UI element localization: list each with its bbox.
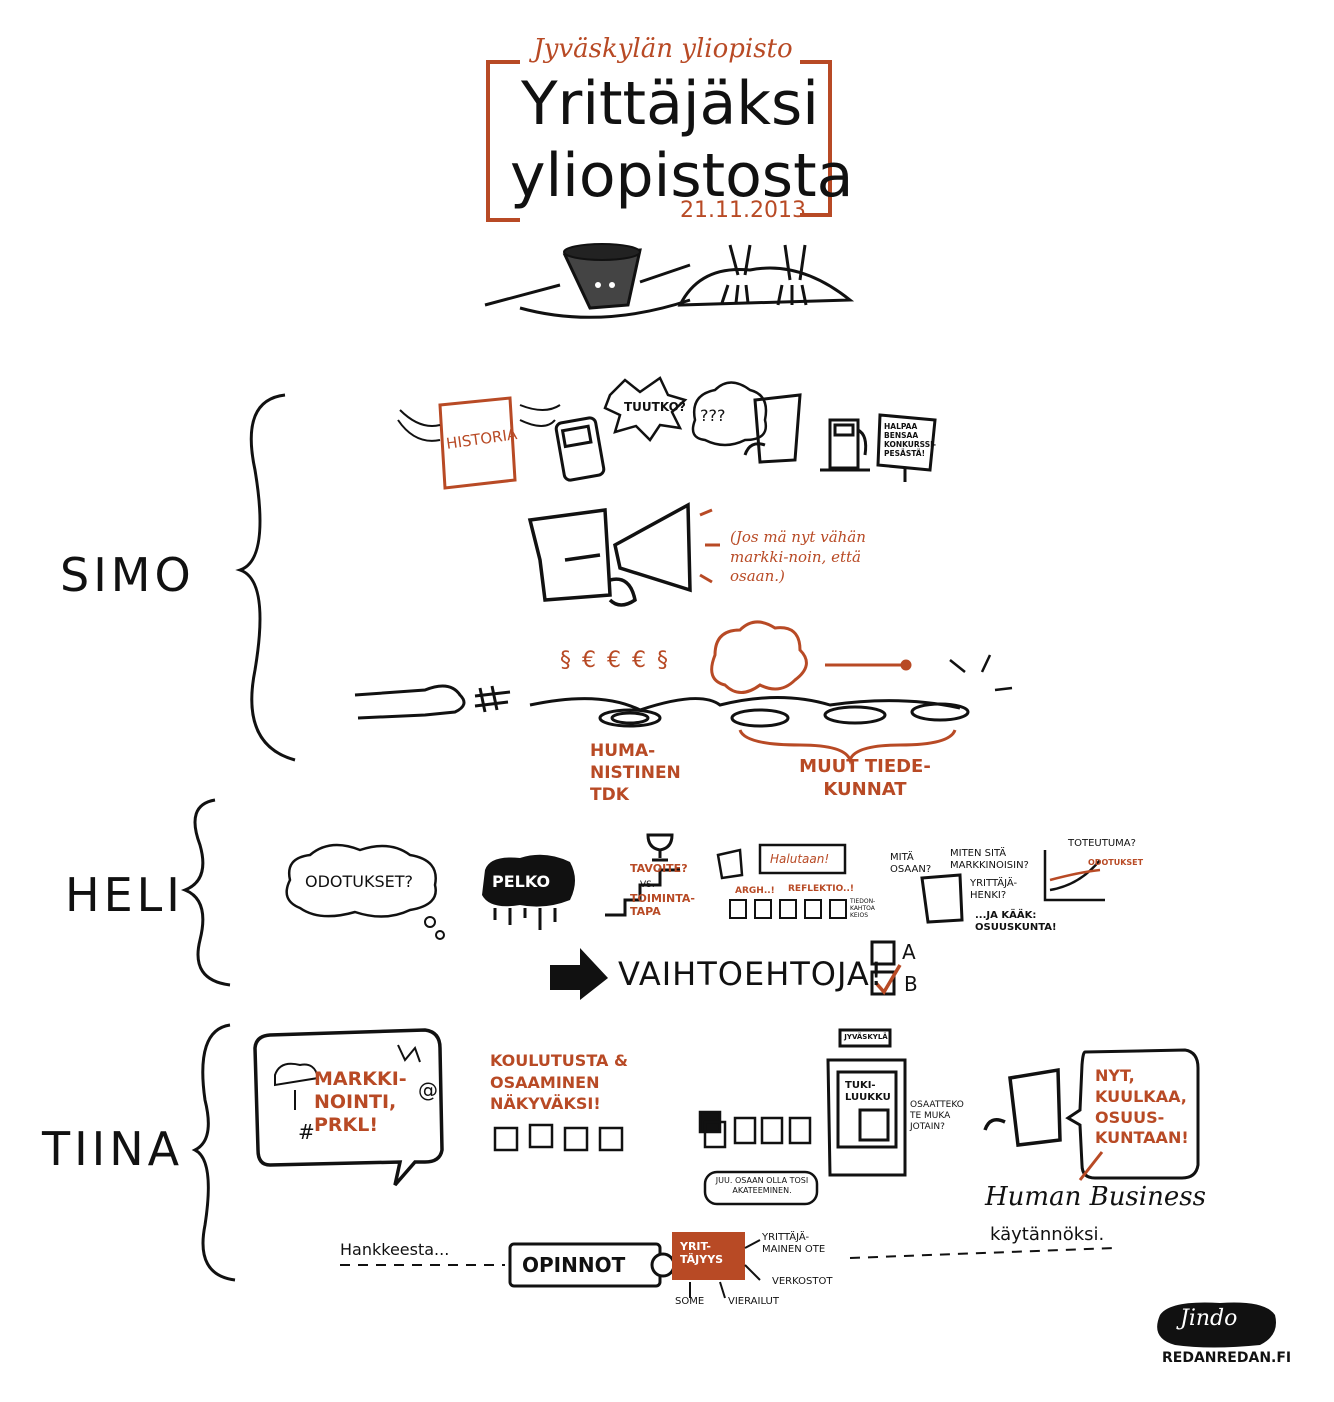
cooperative-text: ...JA KÄÄK: OSUUSKUNTA! — [975, 910, 1057, 933]
goal-text: TAVOITE? — [630, 862, 688, 875]
question-text: OSAATTEKO TE MUKA JOTAIN? — [910, 1100, 964, 1132]
thought-text: ??? — [700, 406, 726, 425]
studies-text: OPINNOT — [522, 1253, 626, 1277]
entrepreneurship-text: YRIT-TÄJYYS — [680, 1240, 724, 1267]
event-date: 21.11.2013 — [680, 198, 806, 223]
academics-group-icon — [698, 1110, 819, 1206]
from-project-text: Hankkeesta... — [340, 1240, 450, 1259]
alternatives-arrow-icon — [550, 948, 608, 1000]
to-practice-text: käytännöksi. — [990, 1224, 1105, 1245]
thinking-person-icon — [743, 393, 802, 464]
help-desk-kiosk-icon — [826, 1028, 907, 1177]
method-text: TOIMINTA-TAPA — [630, 892, 695, 919]
argh-text: ARGH..! — [735, 886, 775, 896]
hash-symbol: # — [298, 1120, 315, 1144]
at-symbol: @ — [418, 1078, 438, 1102]
sign-text: HALPAA BENSAA KONKURSSI-PESÄSTÄ! — [884, 422, 937, 458]
brace-tiina — [191, 1023, 236, 1282]
humanities-faculty-label: HUMA-NISTINEN TDK — [590, 741, 681, 806]
department-text: TIEDON-KAHTOA KEIOS — [850, 898, 876, 920]
help-desk-text: TUKI-LUUKKU — [845, 1080, 891, 1103]
realization-text: TOTEUTUMA? — [1068, 838, 1136, 849]
brace-simo — [235, 393, 296, 762]
speech-text: TUUTKO? — [624, 400, 686, 414]
water-ripples — [529, 696, 970, 728]
students-row-icon — [729, 899, 847, 919]
timeline-icon — [825, 659, 912, 671]
networks-text: VERKOSTOT — [772, 1276, 833, 1287]
entrepreneur-spirit-text: YRITTÄJÄ-HENKI? — [970, 878, 1018, 901]
fear-text: PELKO — [492, 872, 551, 891]
reaching-hand-icon — [354, 684, 511, 720]
storm-cloud-icon — [710, 620, 808, 694]
thought-cloud — [691, 381, 768, 447]
euro-symbols: § € € € § — [560, 648, 670, 673]
history-book-icon — [397, 396, 561, 490]
fuel-pump-icon — [820, 418, 870, 472]
cheer-text: NYT, KUULKAA, OSUUS-KUNTAAN! — [1095, 1066, 1189, 1148]
brand-name: Human Business — [985, 1182, 1206, 1212]
some-text: SOME — [675, 1296, 705, 1307]
speech-burst — [603, 376, 688, 442]
page-title-line1: Yrittäjäksi — [521, 69, 819, 139]
pondering-person-icon — [920, 873, 964, 924]
signature-badge — [1157, 1302, 1276, 1348]
entrepreneurial-attitude-text: YRITTÄJÄ-MAINEN OTE — [762, 1232, 826, 1255]
option-b-label: B — [904, 972, 918, 996]
board-text: Halutaan! — [770, 852, 830, 866]
stairs-trophy-icon — [605, 833, 680, 917]
visits-text: VIERAILUT — [728, 1296, 779, 1307]
top-hat-icon — [484, 243, 691, 319]
option-checkboxes — [870, 940, 902, 996]
cheer-speech-bubble — [1065, 1048, 1200, 1181]
fear-cloud — [482, 854, 575, 930]
other-faculties-label: MUUT TIEDE-KUNNAT — [799, 756, 931, 801]
education-people-icon — [493, 1123, 624, 1152]
title-frame — [486, 60, 832, 222]
sign-board-icon — [876, 413, 937, 482]
signature-name: Jindo — [1180, 1306, 1238, 1331]
what-know-text: MITÄ OSAAN? — [890, 852, 932, 875]
reflection-text: REFLEKTIO..! — [788, 884, 854, 894]
academic-text: JUU. OSAAN OLLA TOSI AKATEEMINEN. — [715, 1176, 809, 1196]
checkbox-a — [870, 940, 896, 966]
marketing-text: MARKKI-NOINTI, PRKL! — [314, 1068, 407, 1136]
how-market-text: MITEN SITÄ MARKKINOISIN? — [950, 848, 1029, 871]
path-line — [340, 1232, 1116, 1299]
versus-text: VS. — [640, 880, 655, 890]
digging-hands-icon — [677, 244, 855, 307]
classroom-board-icon — [716, 843, 847, 880]
sound-lines — [699, 508, 720, 584]
education-text: KOULUTUSTA & OSAAMINEN NÄKYVÄKSI! — [490, 1051, 628, 1114]
university-name: Jyväskylän yliopisto — [533, 34, 793, 64]
marketing-aside: (Jos mä nyt vähän markki-noin, että osaa… — [730, 528, 866, 585]
megaphone-person-icon — [527, 502, 692, 607]
spark-lines — [949, 654, 1013, 692]
expectations-text: ODOTUKSET? — [305, 872, 414, 891]
faculty-brace — [738, 729, 957, 765]
mobile-phone-icon — [554, 416, 606, 482]
section-braces — [180, 393, 296, 1282]
expectation-cloud — [285, 843, 445, 940]
page-title-line2: yliopistosta — [510, 141, 854, 211]
checkbox-b — [870, 970, 896, 996]
alternatives-text: VAIHTOEHTOJA! — [618, 955, 884, 993]
section-label-tiina: TIINA — [42, 1122, 184, 1176]
section-label-simo: SIMO — [60, 548, 195, 602]
city-sign-text: JYVÄSKYLÄ — [844, 1033, 888, 1041]
marketing-speech-bubble — [253, 1028, 444, 1187]
realization-graph — [1043, 850, 1105, 902]
brace-heli — [180, 798, 231, 987]
option-a-label: A — [902, 940, 916, 964]
cheering-person-icon — [983, 1067, 1062, 1147]
expectations-small-text: ODOTUKSET — [1088, 858, 1144, 867]
section-label-heli: HELI — [65, 868, 184, 922]
signature-site: REDANREDAN.FI — [1162, 1350, 1292, 1366]
